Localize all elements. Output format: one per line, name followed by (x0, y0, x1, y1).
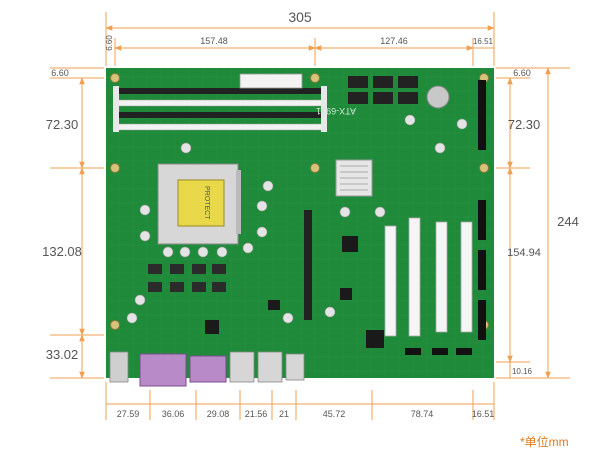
dim-right-seg2: 154.94 (507, 247, 541, 259)
sata-connectors (348, 76, 418, 104)
dim-right-overall: 244 (557, 214, 579, 229)
usb-port-stack (109, 351, 129, 383)
serial-port (189, 355, 227, 383)
unit-note: *单位mm (520, 434, 569, 449)
dim-left-seg3: 33.02 (46, 347, 79, 362)
dim-bottom-1: 27.59 (117, 409, 140, 419)
dim-top-right-margin: 16.51 (473, 37, 494, 46)
mounting-holes (110, 73, 489, 330)
rj45-port-1 (229, 351, 255, 383)
dim-bottom-5: 21 (279, 409, 289, 419)
dim-bottom-4: 21.56 (245, 409, 268, 419)
power-mosfets (148, 264, 226, 292)
dim-top-overall: 305 (288, 9, 312, 25)
dim-bottom-3: 29.08 (207, 409, 230, 419)
dimension-labels: 305 6.60 157.48 127.46 16.51 6.60 72.30 … (42, 9, 579, 419)
parallel-port (139, 353, 187, 387)
audio-port (285, 353, 305, 381)
pcie-x16-slot (304, 210, 312, 320)
pin-headers (405, 80, 486, 355)
dim-bottom-6: 45.72 (323, 409, 346, 419)
dim-right-seg3: 10.16 (512, 367, 533, 376)
dim-top-span-b: 127.46 (380, 36, 408, 46)
dimension-lines (50, 12, 570, 420)
atx-power-connector (239, 73, 303, 89)
dim-left-seg2: 132.08 (42, 244, 82, 259)
rear-io (109, 351, 305, 387)
dim-left-top-offset: 6.60 (51, 68, 69, 78)
dim-bottom-2: 36.06 (162, 409, 185, 419)
cpu-cover-label: PROTECT (203, 186, 210, 220)
dim-top-left-margin: 6.60 (105, 35, 114, 51)
capacitors (126, 114, 468, 324)
board-model-text: ATX-6931 (316, 106, 356, 116)
dim-right-seg1: 72.30 (508, 117, 541, 132)
ics (205, 236, 384, 348)
chipset-heatsink (335, 159, 373, 197)
dim-left-seg1: 72.30 (46, 117, 79, 132)
cpu-socket: PROTECT (157, 163, 241, 245)
dim-right-top-offset: 6.60 (513, 68, 531, 78)
cmos-battery (426, 85, 450, 109)
pci-slots (384, 217, 473, 337)
dim-bottom-8: 16.51 (472, 409, 495, 419)
motherboard: ATX-6931 PROTECT (106, 68, 494, 387)
rj45-port-2 (257, 351, 283, 383)
memory-slots (113, 86, 327, 132)
dim-bottom-7: 78.74 (411, 409, 434, 419)
dim-top-span-a: 157.48 (200, 36, 228, 46)
